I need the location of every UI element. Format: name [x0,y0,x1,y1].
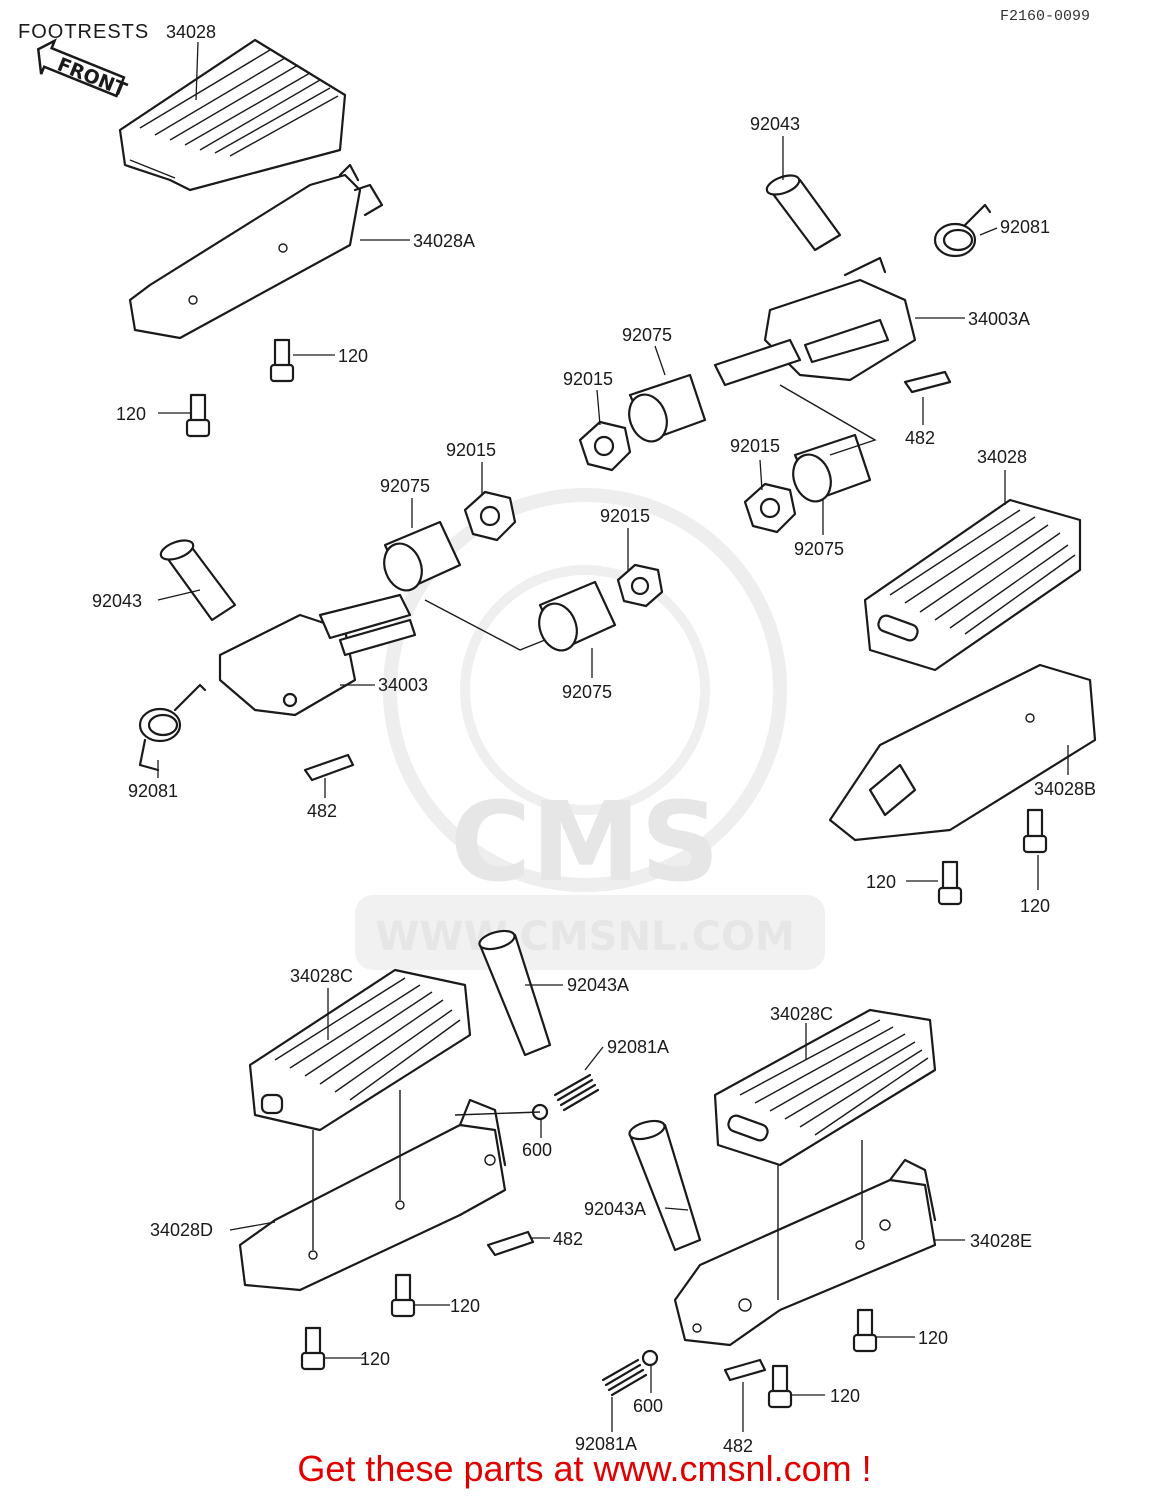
nut-92015-mid-b [616,563,664,608]
footpeg-mount-34003A [713,256,917,387]
callout-92081-mid: 92081 [128,781,178,801]
watermark: CMS WWW.CMSNL.COM [355,488,825,970]
callout-120-d: 120 [1020,896,1050,916]
assembly-line-top [779,384,877,456]
callout-92015-mid-a: 92015 [446,440,496,460]
callout-600-left: 600 [522,1140,552,1160]
callout-92081A-right: 92081A [575,1434,637,1454]
callout-92043A-right: 92043A [584,1199,646,1219]
spring-92081-top [933,203,992,258]
footrest-rubber-34028C-right [713,1008,937,1167]
collar-92075-mid-a [383,520,462,592]
callout-600-right: 600 [633,1396,663,1416]
footrest-bracket-top-left [128,163,384,340]
callout-482-top: 482 [905,428,935,448]
bolt-120-e [390,1273,416,1318]
collar-92075-top-a [628,373,707,443]
page-title: FOOTRESTS [18,21,149,43]
callout-482-mid: 482 [307,801,337,821]
nut-92015-mid-a [463,490,517,542]
nut-92015-top-a [578,420,632,472]
footpeg-mount-34003 [218,593,417,717]
bolt-120-d [1022,808,1048,854]
bolt-120-h [767,1364,793,1409]
callout-92015-mid-b: 92015 [600,506,650,526]
callout-120-e: 120 [450,1296,480,1316]
spring-92081A-right [601,1358,648,1397]
diagram-code: F2160-0099 [1000,8,1090,25]
callout-120-b: 120 [116,404,146,424]
callout-34028C-left: 34028C [290,966,353,986]
spring-92081-mid [138,683,207,772]
clip-482-top [903,370,952,394]
callout-92043-mid: 92043 [92,591,142,611]
footrest-bracket-34028D [238,1098,507,1292]
watermark-url: WWW.CMSNL.COM [375,914,795,960]
bolt-120-b [185,393,211,438]
callout-34028-top: 34028 [166,22,216,42]
front-arrow-label: FRONT [54,54,130,102]
footrest-bracket-34028E [673,1158,937,1347]
footer-link[interactable]: Get these parts at www.cmsnl.com ! [297,1448,872,1489]
callout-92075-mid-a: 92075 [380,476,430,496]
callout-34028-right: 34028 [977,447,1027,467]
callout-482-bottom-right: 482 [723,1436,753,1456]
clip-482-bottom-left [486,1230,535,1257]
callout-92081A-left: 92081A [607,1037,669,1057]
callout-34028B: 34028B [1034,779,1096,799]
callout-482-bottom-left: 482 [553,1229,583,1249]
callout-120-c: 120 [866,872,896,892]
callout-34028C-right: 34028C [770,1004,833,1024]
callout-92015-top-a: 92015 [563,369,613,389]
callout-92015-top-b: 92015 [730,436,780,456]
callout-120-g: 120 [918,1328,948,1348]
spring-92081A-left [553,1073,600,1112]
callout-labels: 34028 34028A 120 120 92043 92081 34003A … [92,22,1096,1456]
callout-34003A: 34003A [968,309,1030,329]
pivot-pin-92043-mid [159,539,237,622]
pivot-pin-92043A-right [628,1119,702,1252]
footrest-bracket-34028B [828,663,1097,842]
pivot-pin-92043A-left [478,929,552,1057]
callout-34028E: 34028E [970,1231,1032,1251]
footrest-rubber-34028C-left [248,968,472,1132]
bolt-120-g [852,1308,878,1353]
footrest-rubber-right [863,498,1082,672]
clip-482-mid [303,753,355,782]
callout-92075-mid-b: 92075 [562,682,612,702]
watermark-brand: CMS [450,778,719,906]
callout-92075-top-b: 92075 [794,539,844,559]
collar-92075-top-b [792,433,872,503]
callout-34003: 34003 [378,675,428,695]
collar-92075-mid-b [538,580,617,652]
callout-34028D: 34028D [150,1220,213,1240]
callout-34028A: 34028A [413,231,475,251]
callout-92043A-left: 92043A [567,975,629,995]
ball-600-right [641,1349,659,1367]
callout-120-f: 120 [360,1349,390,1369]
pivot-pin-92043-top [765,174,842,252]
footrest-rubber-top-left [118,38,347,192]
callout-92075-top-a: 92075 [622,325,672,345]
assembly-lines-bottom-right [777,1140,863,1300]
callout-120-a: 120 [338,346,368,366]
bolt-120-f [300,1326,326,1371]
clip-482-bottom-right [723,1358,767,1382]
callout-92043-top: 92043 [750,114,800,134]
assembly-lines-bottom-left [312,1090,541,1250]
callout-92081-top: 92081 [1000,217,1050,237]
nut-92015-top-b [743,482,797,534]
front-arrow-icon: FRONT [36,38,130,102]
callout-120-h: 120 [830,1386,860,1406]
bolt-120-a [269,338,295,383]
leader-lines [157,41,1069,1432]
assembly-line-mid [424,599,546,651]
bolt-120-c [937,860,963,906]
